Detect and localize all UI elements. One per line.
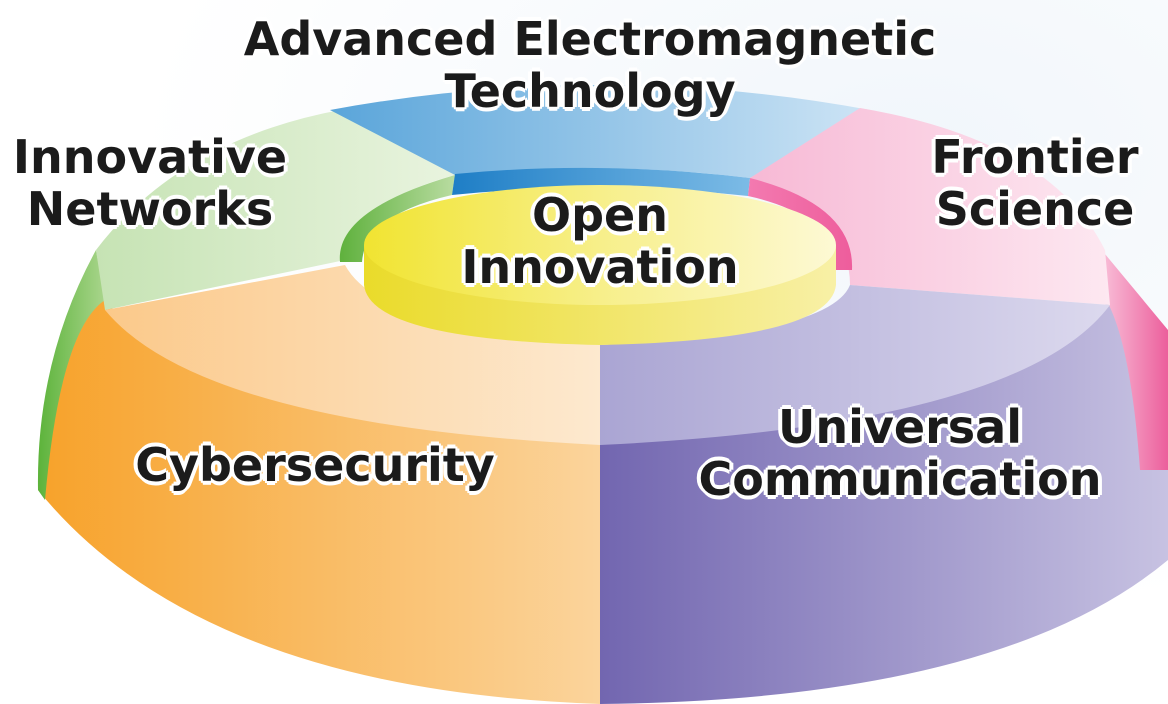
segment-innovative-networks-top: [96, 110, 455, 310]
segment-frontier-science-side: [1100, 248, 1168, 470]
segment-frontier-science-top: [750, 108, 1110, 305]
segment-universal-communication-side: [600, 300, 1168, 704]
label-innovative-networks: Innovative Networks: [0, 130, 300, 236]
label-cybersecurity: Cybersecurity: [90, 438, 540, 492]
label-cs-line-1: Cybersecurity: [135, 438, 495, 492]
label-in-line-1: Innovative: [12, 130, 288, 184]
label-advanced-electromagnetic-technology: Advanced Electromagnetic Technology: [150, 12, 1030, 118]
segment-innovative-networks-side: [37, 250, 105, 500]
segment-cybersecurity-side: [38, 300, 600, 704]
label-oi-line-1: Open: [532, 188, 668, 242]
label-fs-line-1: Frontier: [931, 130, 1139, 184]
segment-advanced-electromagnetic-top: [330, 85, 870, 178]
label-aet-line-1: Advanced Electromagnetic: [243, 12, 937, 66]
segment-universal-communication-top: [600, 285, 1110, 445]
label-in-line-2: Networks: [26, 181, 274, 236]
label-aet-line-2: Technology: [444, 63, 736, 118]
center-cylinder-top: [364, 185, 836, 305]
label-frontier-science: Frontier Science: [890, 130, 1168, 236]
label-uc-line-1: Universal: [778, 400, 1022, 454]
label-uc-line-2: Communication: [698, 451, 1102, 506]
label-fs-line-2: Science: [935, 181, 1135, 236]
segment-cybersecurity-top: [105, 265, 600, 445]
inner-wall-pink: [748, 178, 853, 270]
label-oi-line-2: Innovation: [461, 239, 739, 294]
label-universal-communication: Universal Communication: [660, 400, 1140, 506]
label-open-innovation: Open Innovation: [420, 188, 780, 294]
